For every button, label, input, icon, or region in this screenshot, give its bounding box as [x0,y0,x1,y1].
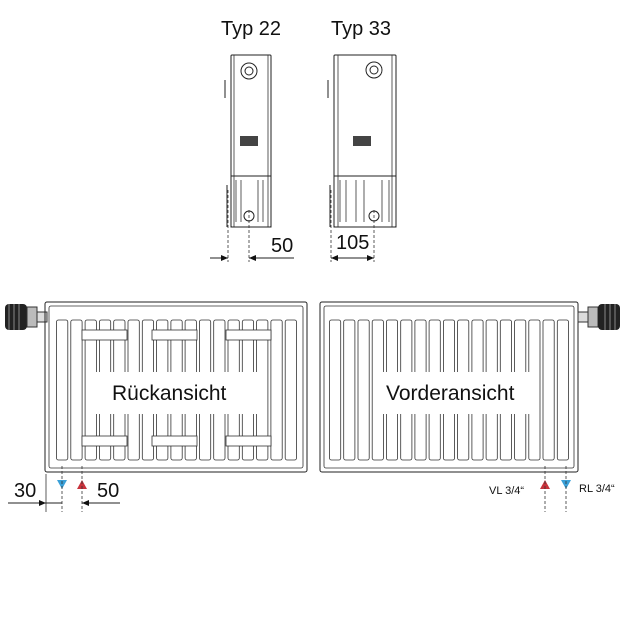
panel-rib [528,319,541,461]
side-view-type22: Typ 22 50 [210,18,294,262]
type33-dimension: 105 [336,232,369,254]
valve-left-icon [5,304,48,330]
rear-view-title: Rückansicht [112,382,227,405]
panel-rib [556,319,569,461]
panel-rib [343,319,356,461]
panel-rib [329,319,342,461]
rear-dim-left: 30 [14,480,36,502]
type33-bracket-icon [353,136,371,146]
panel-rib [56,319,69,461]
rear-brackets [81,329,272,447]
front-return-arrow [561,480,571,489]
rear-flow-arrow [77,480,87,489]
type22-bracket-icon [240,136,258,146]
front-label-rl: RL 3/4“ [579,483,615,495]
front-flow-arrow [540,480,550,489]
rear-view: Rückansicht 30 50 [5,301,308,512]
valve-right-icon [577,304,620,330]
type22-dimension: 50 [271,235,293,257]
type22-title: Typ 22 [221,18,281,40]
front-view-title: Vorderansicht [386,382,515,405]
panel-rib [70,319,83,461]
rear-return-arrow [57,480,67,489]
front-view: Vorderansicht VL 3/4“ RL 3/4“ [319,301,620,512]
rear-dim-right: 50 [97,480,119,502]
panel-rib [270,319,283,461]
panel-rib [284,319,297,461]
panel-rib [542,319,555,461]
panel-rib [357,319,370,461]
side-view-type33: Typ 33 105 [327,18,397,262]
type33-title: Typ 33 [331,18,391,40]
front-label-vl: VL 3/4“ [489,485,524,497]
